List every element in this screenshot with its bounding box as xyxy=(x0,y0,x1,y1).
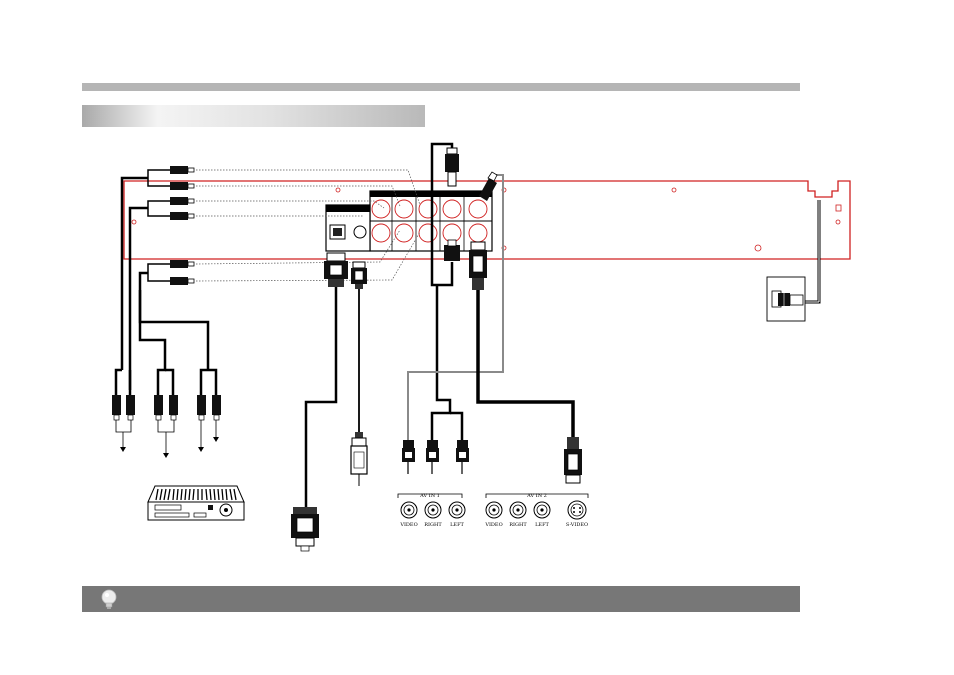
optical-cable xyxy=(291,253,348,551)
left-cables xyxy=(116,178,216,395)
s-video-cable xyxy=(469,242,582,483)
av-in-1-jacks: VIDEO RIGHT LEFT xyxy=(399,502,465,528)
power-outlet-icon xyxy=(767,277,805,321)
left-plug-stack xyxy=(148,166,194,285)
player-jack-block xyxy=(326,191,492,251)
jack-label-s-video: S-VIDEO xyxy=(566,522,588,528)
s-video-plug-icon xyxy=(469,242,582,483)
tv-input-panel: AV IN 1 AV IN 2 VIDEO RIGHT LEFT VIDEO R… xyxy=(398,493,588,528)
jack-label-left-2: LEFT xyxy=(535,522,549,528)
rca-plug-icon xyxy=(112,395,221,420)
av-in-2-label: AV IN 2 xyxy=(526,493,547,499)
jack-label-video-2: VIDEO xyxy=(484,522,502,528)
lightbulb-icon xyxy=(99,589,119,610)
jack-label-right-1: RIGHT xyxy=(424,522,442,528)
power-cord xyxy=(767,200,819,321)
amplifier-plug-pairs xyxy=(112,395,221,458)
jack-label-video-1: VIDEO xyxy=(399,522,417,528)
av-in-1-label: AV IN 1 xyxy=(419,493,440,499)
note-bar xyxy=(82,586,800,612)
jack-label-right-2: RIGHT xyxy=(509,522,527,528)
amplifier-icon xyxy=(148,486,244,520)
jack-label-left-1: LEFT xyxy=(450,522,464,528)
av-in-2-jacks: VIDEO RIGHT LEFT S-VIDEO xyxy=(484,501,588,528)
rca-plug-icon xyxy=(170,166,194,285)
coaxial-cable xyxy=(351,262,367,486)
